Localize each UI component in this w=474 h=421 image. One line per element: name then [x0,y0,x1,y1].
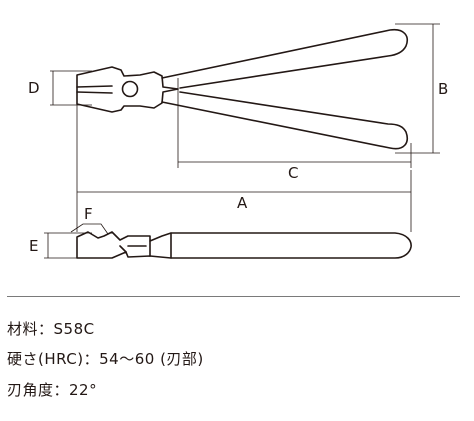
dimension-d [50,70,92,106]
pliers-side-view [76,231,412,259]
pliers-upper-handle [161,28,408,89]
section-divider [7,296,460,297]
dimension-a [76,75,412,232]
dimension-label-c: C [288,164,298,182]
pliers-lower-handle [161,91,408,150]
dimension-label-f: F [84,205,93,223]
spec-hardness: 硬さ(HRC)：54～60 (刃部) [7,350,204,368]
spec-blade-angle: 刃角度：22° [7,381,98,399]
pliers-blade-line [76,91,113,94]
pliers-side-outline [76,231,412,259]
pliers-pivot [121,80,139,98]
dimension-b [395,23,440,154]
dimension-e [44,232,92,259]
dimension-f [70,223,109,235]
dimension-c [177,78,412,168]
pliers-jaw-outline [76,66,179,113]
dimension-label-e: E [29,237,38,255]
dimension-label-d: D [28,79,40,97]
pliers-side-joint [119,232,172,259]
pliers-top-view [76,28,408,150]
dimension-label-a: A [237,194,248,212]
dimension-label-b: B [438,80,448,98]
pliers-blade-line [76,85,113,88]
spec-material: 材料：S58C [7,320,95,338]
